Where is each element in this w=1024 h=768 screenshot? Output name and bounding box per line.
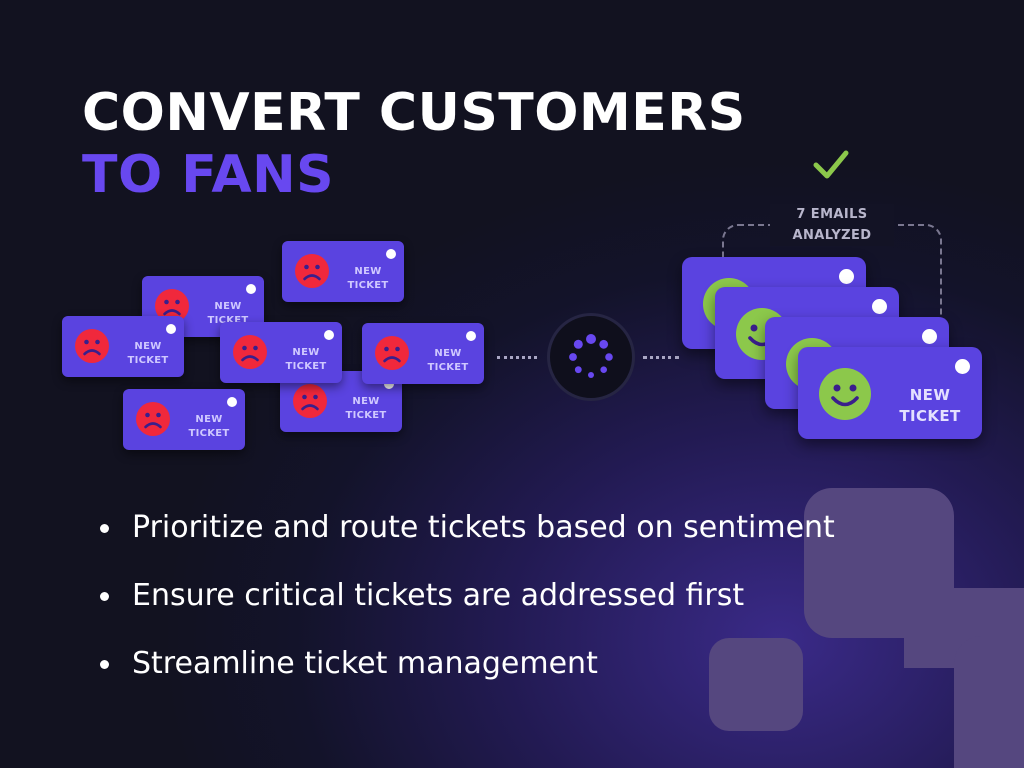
decorative-shape bbox=[709, 638, 803, 731]
bullet-dot bbox=[100, 660, 109, 669]
status-dot bbox=[922, 329, 937, 344]
status-dot bbox=[386, 249, 396, 259]
status-dot bbox=[324, 330, 334, 340]
sad-face-icon bbox=[375, 336, 409, 370]
bullet-dot bbox=[100, 524, 109, 533]
happy-face-icon bbox=[819, 368, 871, 420]
list-item: Streamline ticket management bbox=[100, 642, 835, 686]
checkmark-icon bbox=[813, 150, 849, 179]
headline-line-1: CONVERT CUSTOMERS bbox=[82, 83, 746, 143]
status-dot bbox=[227, 397, 237, 407]
list-item: Prioritize and route tickets based on se… bbox=[100, 506, 835, 550]
status-text: 7 EMAILS ANALYZED bbox=[770, 204, 894, 246]
connector-dots bbox=[643, 356, 679, 359]
status-dot bbox=[384, 379, 394, 389]
status-dot bbox=[955, 359, 970, 374]
sad-face-icon bbox=[75, 329, 109, 363]
sad-face-icon bbox=[233, 335, 267, 369]
status-dot bbox=[466, 331, 476, 341]
sad-face-icon bbox=[295, 254, 329, 288]
list-item: Ensure critical tickets are addressed fi… bbox=[100, 574, 835, 618]
status-dot bbox=[246, 284, 256, 294]
status-dot bbox=[872, 299, 887, 314]
sad-face-icon bbox=[155, 289, 189, 323]
headline-line-2: TO FANS bbox=[82, 145, 335, 205]
headline: CONVERT CUSTOMERS TO FANS bbox=[82, 82, 746, 206]
sad-face-icon bbox=[136, 402, 170, 436]
decorative-shape bbox=[954, 636, 1024, 768]
benefit-list: Prioritize and route tickets based on se… bbox=[100, 506, 835, 710]
status-dot bbox=[839, 269, 854, 284]
sad-face-icon bbox=[293, 384, 327, 418]
loading-spinner-icon bbox=[569, 334, 613, 378]
connector-dots bbox=[497, 356, 537, 359]
processing-indicator bbox=[547, 313, 635, 401]
status-dot bbox=[166, 324, 176, 334]
bullet-dot bbox=[100, 592, 109, 601]
